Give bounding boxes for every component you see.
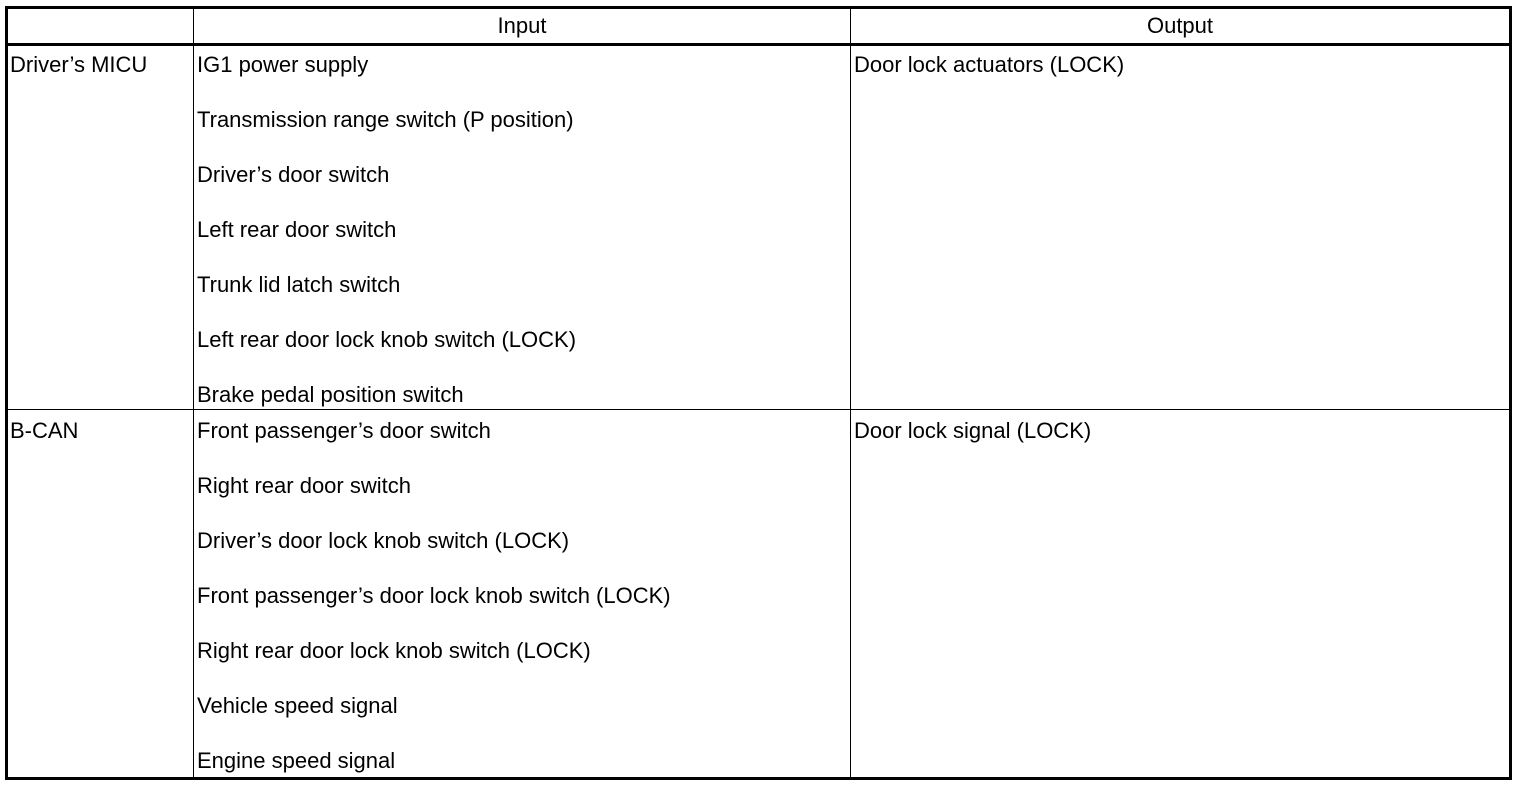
input-list-drivers-micu: IG1 power supply Transmission range swit… (197, 52, 576, 437)
header-input: Input (497, 13, 547, 38)
input-list-b-can: Front passenger’s door switch Right rear… (197, 418, 671, 803)
io-table: Input Output Driver’s MICU IG1 power sup… (5, 6, 1512, 780)
input-item: Engine speed signal (197, 748, 396, 773)
column-divider-2 (850, 9, 851, 777)
output-b-can: Door lock signal (LOCK) (854, 418, 1092, 443)
input-item: Transmission range switch (P position) (197, 107, 574, 132)
input-item: Right rear door lock knob switch (LOCK) (197, 638, 591, 663)
row-label-drivers-micu: Driver’s MICU (10, 52, 148, 77)
column-divider-1 (193, 9, 194, 777)
input-item: Brake pedal position switch (197, 382, 464, 407)
input-item: Front passenger’s door switch (197, 418, 491, 443)
input-item: Left rear door lock knob switch (LOCK) (197, 327, 577, 352)
row-label-b-can: B-CAN (10, 418, 79, 443)
row-divider (8, 409, 1509, 410)
input-item: Driver’s door lock knob switch (LOCK) (197, 528, 570, 553)
output-drivers-micu: Door lock actuators (LOCK) (854, 52, 1125, 77)
input-item: Left rear door switch (197, 217, 397, 242)
header-divider (8, 43, 1509, 46)
input-item: Driver’s door switch (197, 162, 390, 187)
input-item: Vehicle speed signal (197, 693, 398, 718)
input-item: Front passenger’s door lock knob switch … (197, 583, 671, 608)
header-output: Output (1146, 13, 1214, 38)
input-item: IG1 power supply (197, 52, 369, 77)
input-item: Right rear door switch (197, 473, 411, 498)
input-item: Trunk lid latch switch (197, 272, 401, 297)
